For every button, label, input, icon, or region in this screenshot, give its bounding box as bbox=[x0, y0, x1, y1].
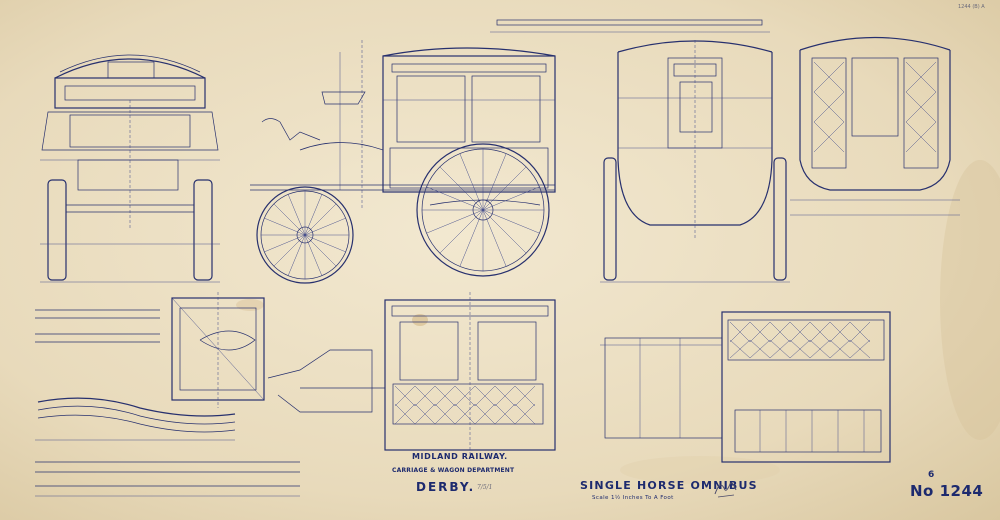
drawing-title: SINGLE HORSE OMNIBUS bbox=[580, 479, 758, 492]
company-name: MIDLAND RAILWAY. bbox=[412, 452, 508, 461]
scale-note: Scale 1½ Inches To A Foot bbox=[592, 495, 674, 501]
department-name: CARRIAGE & WAGON DEPARTMENT bbox=[392, 467, 515, 474]
front-elevation bbox=[40, 54, 220, 283]
paper-stains bbox=[236, 160, 1000, 484]
drawing-number: No 1244 bbox=[910, 482, 984, 500]
spring-details bbox=[35, 309, 300, 497]
plan-view bbox=[267, 292, 556, 458]
side-elevation bbox=[250, 40, 556, 284]
underframe-plan bbox=[171, 292, 265, 408]
drawing-number-prefix: 6 bbox=[928, 470, 935, 480]
place-name: DERBY. bbox=[416, 480, 476, 494]
reference-note: 1244 (B) A bbox=[958, 4, 985, 10]
pencil-note: 7/5/1 bbox=[477, 484, 493, 491]
roof-plan bbox=[600, 311, 891, 463]
dimension-rod bbox=[490, 19, 770, 33]
rear-elevation bbox=[600, 40, 790, 283]
handwritten-initials bbox=[714, 482, 737, 498]
interior-section bbox=[790, 36, 960, 216]
